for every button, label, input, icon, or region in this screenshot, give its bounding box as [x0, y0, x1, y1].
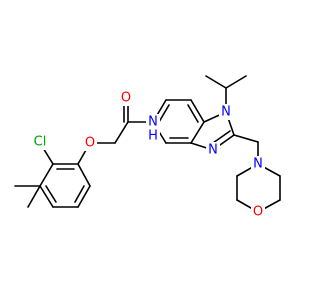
atom-label-o-ether: O [85, 136, 95, 151]
bond [114, 121, 129, 144]
bond [187, 104, 199, 123]
atom-amide-nitrogen: N H [146, 114, 160, 144]
atom-label-n-morph: N [253, 157, 263, 172]
bond [212, 130, 231, 144]
atom-label-o-carbonyl: O [121, 91, 131, 106]
atom-n3-imidazole: N [206, 142, 220, 158]
atom-label-o-morph: O [253, 205, 263, 220]
atom-label-nh: N [148, 115, 158, 130]
atom-n1-imidazole: N [219, 104, 233, 120]
bond [77, 185, 91, 208]
atom-layer: Cl O O N H N N N O [29, 90, 265, 220]
molecule-structure: Cl O O N H N N N O [14, 75, 281, 220]
bond [225, 75, 247, 89]
atom-chlorine: Cl [29, 134, 51, 150]
atom-label-n3: N [208, 143, 218, 158]
bond [158, 104, 170, 123]
atom-carbonyl-oxygen: O [119, 90, 133, 106]
atom-label-h: H [148, 129, 158, 144]
bond [205, 75, 227, 89]
bond [190, 99, 205, 123]
atom-label-n1: N [221, 105, 231, 120]
atom-morpholine-nitrogen: N [251, 156, 265, 172]
bond [27, 185, 41, 208]
bond [39, 185, 54, 208]
bond [77, 163, 91, 187]
atom-label-cl: Cl [34, 135, 47, 150]
bond [190, 121, 205, 144]
bond [74, 185, 85, 203]
bond [39, 163, 54, 187]
bond [233, 134, 259, 143]
atom-morpholine-oxygen: O [251, 204, 265, 220]
bond-layer [14, 75, 281, 213]
bond [45, 185, 57, 203]
atom-ether-oxygen: O [83, 135, 97, 151]
molecule-canvas: Cl O O N H N N N O [14, 75, 281, 220]
